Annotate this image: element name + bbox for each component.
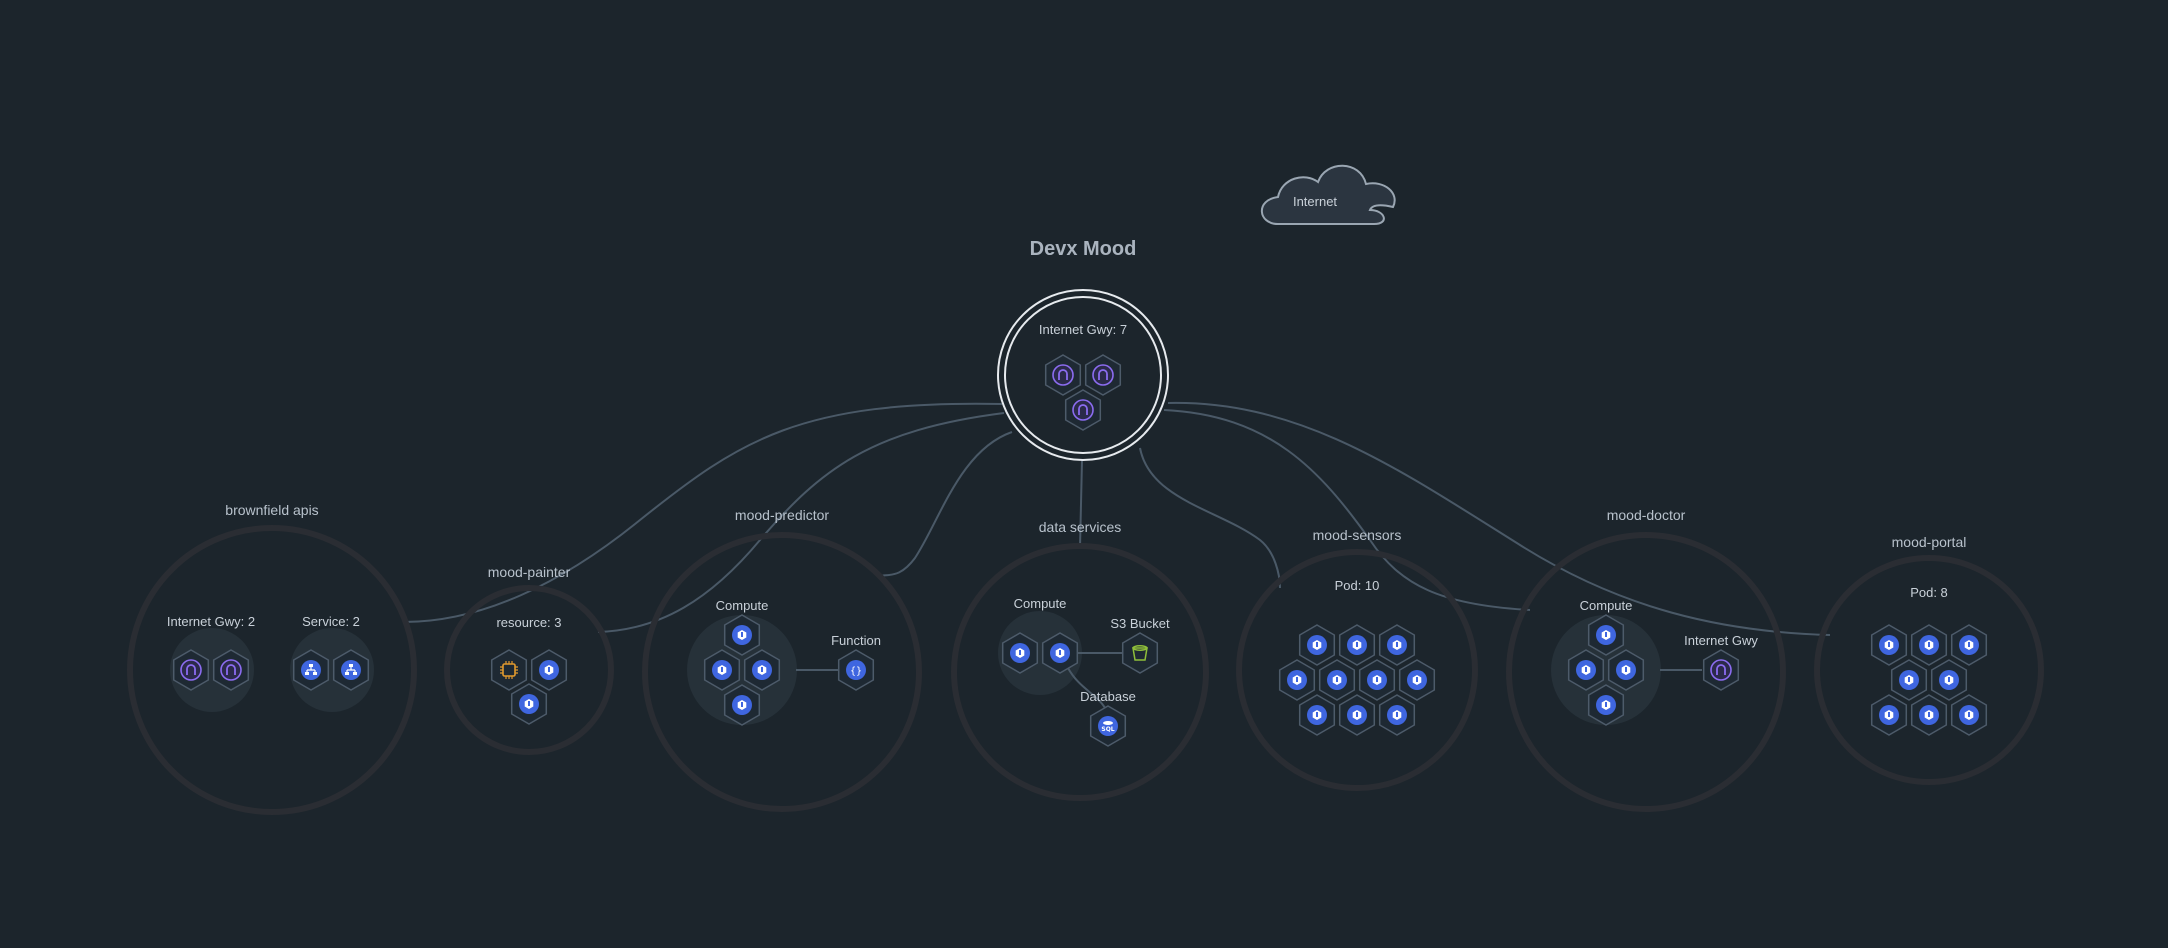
diagram-title: Devx Mood	[1030, 238, 1137, 260]
group-mood-painter[interactable]: mood-painter resource: 3	[444, 564, 614, 755]
group-ring	[127, 525, 417, 815]
group-mood-doctor[interactable]: mood-doctor Compute Internet Gwy	[1506, 507, 1786, 812]
pod-icon[interactable]	[1952, 695, 1987, 735]
pod-icon[interactable]	[512, 684, 547, 724]
internet-label: Internet	[1293, 194, 1337, 209]
pod-icon[interactable]	[1400, 660, 1435, 700]
group-mood-predictor[interactable]: mood-predictor Compute Function	[642, 507, 922, 812]
group-title: brownfield apis	[225, 502, 318, 518]
group-title: mood-portal	[1892, 534, 1967, 550]
igw-count-label: Internet Gwy: 2	[167, 614, 255, 629]
pod-icon[interactable]	[1380, 625, 1415, 665]
subgroup-backdrop	[998, 611, 1082, 695]
group-ring	[1814, 555, 2044, 785]
pod-icon[interactable]	[1912, 695, 1947, 735]
group-data-services[interactable]: data services Compute S3 Bucket Database	[951, 519, 1209, 801]
group-ring	[951, 543, 1209, 801]
pod-icon[interactable]	[1952, 625, 1987, 665]
group-ring	[1506, 532, 1786, 812]
function-icon[interactable]	[839, 650, 874, 690]
pod-icon[interactable]	[532, 650, 567, 690]
subgroup-backdrop	[170, 628, 254, 712]
group-title: data services	[1039, 519, 1121, 535]
group-brownfield-apis[interactable]: brownfield apis Internet Gwy: 2 Service:…	[127, 502, 417, 815]
group-mood-sensors[interactable]: mood-sensors Pod: 10	[1236, 527, 1478, 791]
s3-bucket-label: S3 Bucket	[1110, 616, 1170, 631]
pod-icon[interactable]	[1892, 660, 1927, 700]
pod-icon[interactable]	[1340, 625, 1375, 665]
pod-count-label: Pod: 8	[1910, 585, 1948, 600]
pod-icon[interactable]	[1380, 695, 1415, 735]
group-title: mood-painter	[488, 564, 571, 580]
pod-icon[interactable]	[1300, 625, 1335, 665]
function-label: Function	[831, 633, 881, 648]
chip-icon[interactable]	[492, 650, 527, 690]
pod-icon[interactable]	[1340, 695, 1375, 735]
pod-icon[interactable]	[1320, 660, 1355, 700]
compute-label: Compute	[716, 598, 769, 613]
pod-icon[interactable]	[1912, 625, 1947, 665]
internet-gateway-label: Internet Gwy	[1684, 633, 1758, 648]
subgroup-backdrop	[1551, 615, 1661, 725]
pod-icon[interactable]	[1360, 660, 1395, 700]
subgroup-backdrop	[687, 615, 797, 725]
internet-cloud[interactable]: Internet	[1260, 164, 1396, 225]
pod-icon[interactable]	[1300, 695, 1335, 735]
pod-icon[interactable]	[1872, 695, 1907, 735]
pod-count-label: Pod: 10	[1335, 578, 1380, 593]
resource-count-label: resource: 3	[496, 615, 561, 630]
group-ring	[642, 532, 922, 812]
database-label: Database	[1080, 689, 1136, 704]
pod-icon[interactable]	[1872, 625, 1907, 665]
database-icon[interactable]	[1091, 706, 1126, 746]
group-mood-portal[interactable]: mood-portal Pod: 8	[1814, 534, 2044, 785]
pod-icon[interactable]	[1280, 660, 1315, 700]
pod-icon[interactable]	[1932, 660, 1967, 700]
s3-bucket-icon[interactable]	[1123, 633, 1158, 673]
compute-label: Compute	[1014, 596, 1067, 611]
hub-label: Internet Gwy: 7	[1039, 322, 1127, 337]
subgroup-backdrop	[290, 628, 374, 712]
connections	[403, 401, 1831, 636]
group-title: mood-sensors	[1313, 527, 1402, 543]
service-count-label: Service: 2	[302, 614, 360, 629]
internet-gateway-icon[interactable]	[1704, 650, 1739, 690]
group-title: mood-doctor	[1607, 507, 1686, 523]
group-title: mood-predictor	[735, 507, 829, 523]
hub-internet-gateway[interactable]: Internet Gwy: 7	[997, 289, 1169, 461]
compute-label: Compute	[1580, 598, 1633, 613]
group-ring	[1236, 549, 1478, 791]
group-ring	[444, 585, 614, 755]
